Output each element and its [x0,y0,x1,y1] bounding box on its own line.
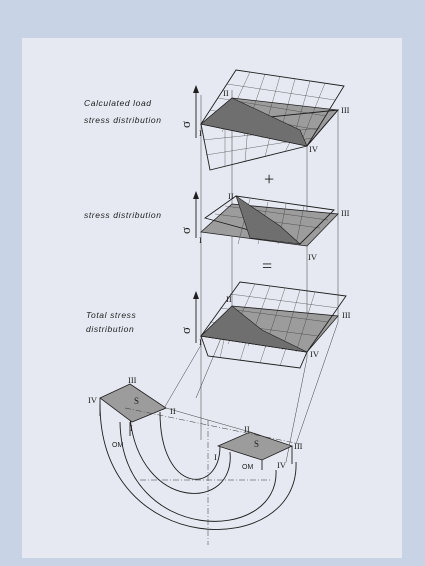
corner-II-1: II [223,88,229,98]
bottom-corner-I-left: I [130,423,133,433]
curved-bar: IV III II I S OM II III IV I S OM [88,375,303,545]
section-om-right: OM [242,464,253,471]
sigma-axis-1: σ [178,85,199,138]
sigma-label-2: σ [178,227,193,234]
label-calculated-line1: Calculated load [84,98,152,108]
bottom-corner-II-left: II [170,406,176,416]
bottom-corner-III-right: III [294,441,303,451]
bottom-corner-II-right: II [244,424,250,434]
section-s-left: S [134,396,139,406]
plane-stress-distribution: II III IV I [199,191,350,262]
sigma-axis-2: σ [178,191,199,238]
label-stress-distribution: stress distribution [84,210,162,220]
corner-III-3: III [342,310,351,320]
bottom-corner-IV-right: IV [277,460,287,470]
corner-III-1: III [341,105,350,115]
label-total-line1: Total stress [86,310,136,320]
section-s-right: S [254,439,259,449]
sigma-label-3: σ [178,327,193,334]
bottom-corner-IV-left: IV [88,395,98,405]
equals-symbol: = [262,256,272,276]
corner-I-3: I [199,337,202,347]
corner-I-2: I [199,235,202,245]
corner-II-3: II [226,294,232,304]
bottom-corner-I-right: I [214,452,217,462]
bottom-corner-III-left: III [128,375,137,385]
label-calculated-line2: stress distribution [84,115,162,125]
sigma-axis-3: σ [178,291,199,343]
corner-III-2: III [341,208,350,218]
corner-IV-1: IV [309,144,319,154]
corner-I-1: I [199,128,202,138]
corner-IV-2: IV [308,252,318,262]
plane-calculated-load: II III IV I [199,69,350,171]
label-total-line2: distribution [86,324,134,334]
plane-total-stress: II III IV I [199,281,351,369]
corner-IV-3: IV [310,349,320,359]
corner-II-2: II [228,191,234,201]
plus-symbol: + [264,169,274,189]
sigma-label-1: σ [178,121,193,128]
section-om-left: OM [112,442,123,449]
